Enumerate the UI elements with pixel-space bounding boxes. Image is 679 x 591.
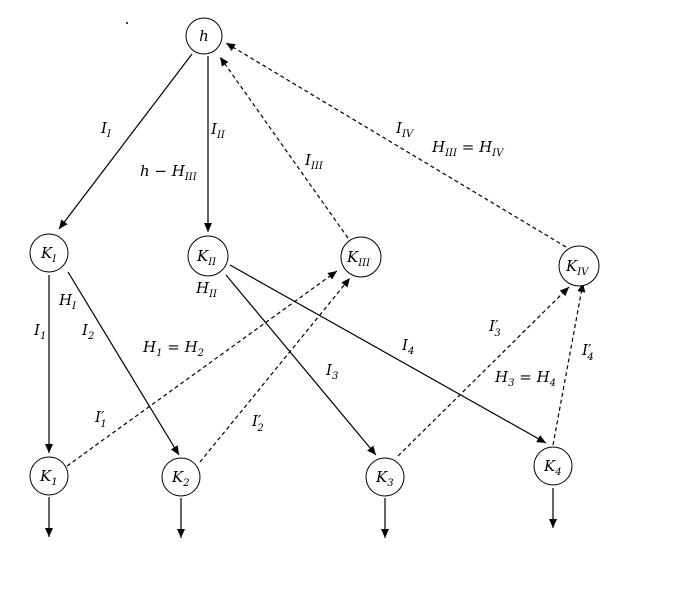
node-K3: K3: [365, 457, 405, 497]
label-I-3: I3: [325, 361, 338, 382]
stray-dot: [126, 22, 128, 24]
label-I1-prime: I′1: [94, 408, 107, 430]
svg-text:KI: KI: [40, 244, 57, 265]
node-h: h: [185, 17, 223, 55]
edge-K3-to-KIV: [397, 286, 570, 457]
edge-KIII-to-h: [219, 56, 349, 239]
label-I2-prime: I′2: [251, 412, 264, 434]
label-I-II: III: [210, 120, 226, 141]
label-h-minus-HIII: h − HIII: [140, 162, 198, 183]
label-I4-prime: I′4: [581, 341, 594, 363]
label-I-1: I1: [33, 321, 46, 342]
edge-h-to-KI: [58, 53, 193, 230]
svg-text:h: h: [199, 27, 209, 45]
svg-text:K3: K3: [375, 468, 394, 489]
node-KIV: KIV: [558, 245, 600, 287]
node-KIII: KIII: [340, 236, 382, 278]
svg-text:KIII: KIII: [346, 248, 371, 269]
edge-K1-to-KIII: [66, 270, 338, 467]
svg-text:K1: K1: [39, 467, 58, 488]
label-H1-eq-H2: H1 = H2: [142, 338, 204, 359]
label-H3-eq-H4: H3 = H4: [494, 368, 556, 389]
node-KII: KII: [187, 235, 229, 277]
edge-K2-to-KIII: [199, 277, 351, 463]
edge-KII-to-K3: [225, 274, 377, 456]
svg-text:KIV: KIV: [565, 257, 590, 278]
label-I-III: IIII: [304, 151, 324, 172]
label-I-IV: IIV: [395, 119, 415, 140]
label-I-2: I2: [81, 321, 94, 342]
node-K1: K1: [29, 456, 69, 496]
edge-K4-to-KIV: [552, 282, 586, 446]
label-I3-prime: I′3: [488, 317, 501, 339]
svg-text:K2: K2: [171, 468, 190, 489]
node-KI: KI: [29, 233, 69, 273]
node-K2: K2: [161, 457, 201, 497]
label-H-II: HII: [195, 279, 218, 300]
edge-KIV-to-h: [225, 42, 567, 248]
svg-text:KII: KII: [196, 247, 217, 268]
label-I-4: I4: [401, 336, 414, 357]
label-H-I: HI: [58, 291, 77, 312]
edge-KI-to-K2: [67, 271, 180, 456]
node-K4: K4: [533, 446, 573, 486]
label-HIII-eq-HIV: HIII = HIV: [431, 138, 505, 159]
svg-text:K4: K4: [543, 457, 562, 478]
edge-KII-to-K4: [229, 264, 547, 444]
label-I-I: II: [100, 119, 112, 140]
